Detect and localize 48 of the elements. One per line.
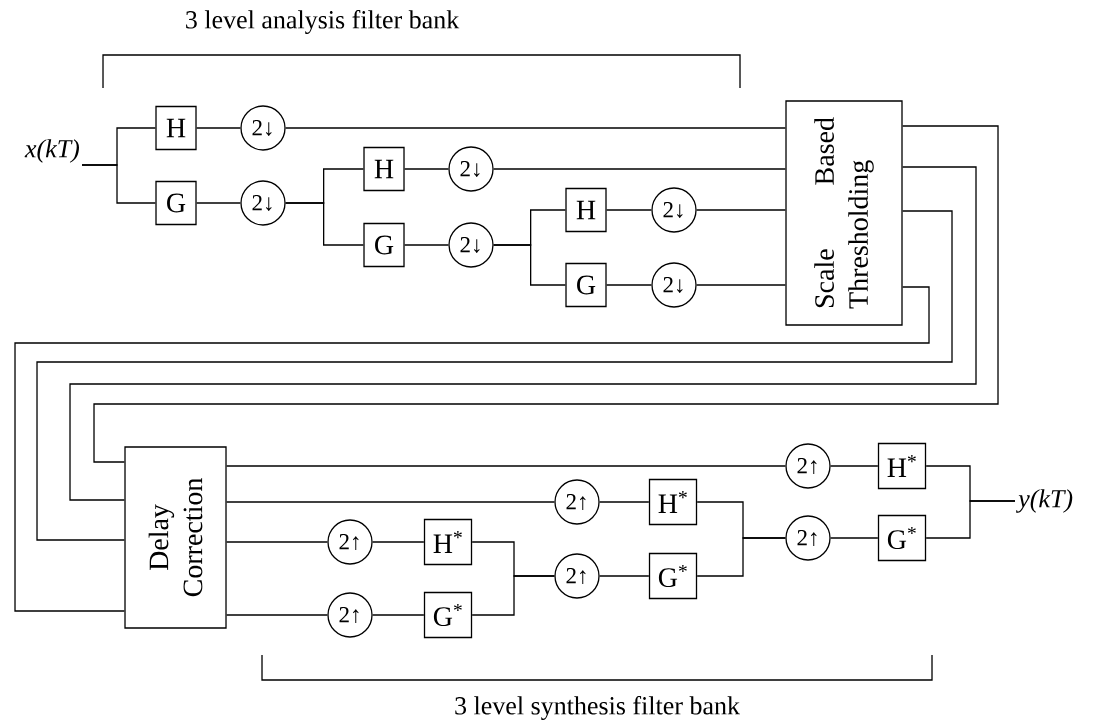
bracket-label: 3 level synthesis filter bank xyxy=(455,696,740,720)
connector-line xyxy=(606,209,652,211)
connector-line xyxy=(93,125,999,463)
connector-line xyxy=(493,168,786,170)
filter-box: H$^{*}$ xyxy=(423,518,473,566)
connector-line xyxy=(285,127,786,129)
connector-line xyxy=(599,501,650,503)
filter-box: G xyxy=(155,180,197,226)
connector-line xyxy=(226,614,328,616)
connector-line xyxy=(226,501,555,503)
connector-line xyxy=(69,166,977,501)
connector-line xyxy=(606,284,652,286)
filter-box: H xyxy=(155,105,197,151)
connector-line xyxy=(493,244,566,286)
filter-box: G xyxy=(363,222,405,268)
signal-label: x(kT) xyxy=(24,139,79,163)
filter-box: G$^{*}$ xyxy=(423,591,473,639)
connector-line xyxy=(196,202,241,204)
connector-line xyxy=(226,465,786,467)
filter-box: H xyxy=(565,187,607,233)
filter-box: G xyxy=(565,262,607,308)
bracket-label: 3 level analysis filter bank xyxy=(186,10,460,34)
connector-line xyxy=(830,465,879,467)
connector-line xyxy=(830,537,879,539)
process-box: Delay Correction xyxy=(124,446,227,629)
connector-line xyxy=(14,286,930,612)
process-box: Scale Based Thresholding xyxy=(785,100,903,326)
filter-box: H xyxy=(363,146,405,192)
connector-line xyxy=(196,127,241,129)
connector-line xyxy=(372,614,425,616)
connector-line xyxy=(81,164,156,204)
filter-box: G$^{*}$ xyxy=(648,552,698,600)
signal-label: y(kT) xyxy=(1016,489,1073,513)
connector-line xyxy=(696,284,786,286)
filter-box: G$^{*}$ xyxy=(877,514,927,562)
connector-line xyxy=(226,541,328,543)
filter-box: H$^{*}$ xyxy=(877,442,927,490)
connector-line xyxy=(696,537,786,577)
connector-line xyxy=(404,168,449,170)
connector-line xyxy=(471,575,555,616)
connector-line xyxy=(36,210,953,541)
connector-line xyxy=(925,500,1016,539)
connector-line xyxy=(599,575,650,577)
connector-line xyxy=(404,244,449,246)
connector-line xyxy=(372,541,425,543)
filter-box: H$^{*}$ xyxy=(648,478,698,526)
connector-line xyxy=(285,202,364,246)
connector-line xyxy=(696,209,786,211)
